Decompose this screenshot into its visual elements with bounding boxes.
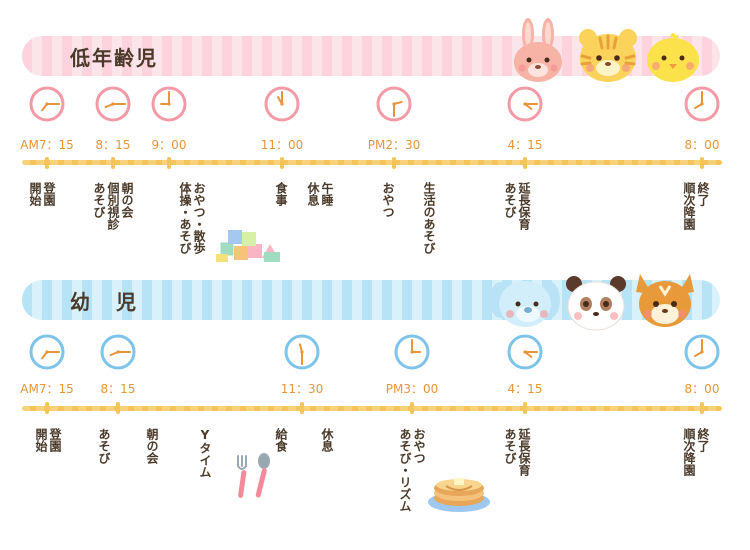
child-time-1: 8：15 <box>100 382 136 396</box>
child-tick-4 <box>523 402 527 414</box>
chick-icon <box>647 33 699 82</box>
infant-activity-2: おやつ・散歩体操・あそび <box>178 182 206 254</box>
infant-tick-1 <box>111 157 115 169</box>
child-activity-4: 給食 <box>274 428 288 452</box>
clock-icon <box>507 86 543 122</box>
child-activity-3: Yタイム <box>198 428 212 478</box>
panda-icon <box>566 276 626 331</box>
clock-icon <box>264 86 300 122</box>
child-activity-0: 登園開始 <box>34 428 62 452</box>
child-tick-3 <box>410 402 414 414</box>
deer-icon <box>636 274 694 327</box>
child-activity-2: 朝の会 <box>145 428 159 464</box>
child-time-0: AM7：15 <box>20 382 74 396</box>
infant-time-4: PM2：30 <box>367 138 421 152</box>
child-time-4: 4：15 <box>507 382 543 396</box>
infant-activity-5: おやつ <box>381 182 395 218</box>
clock-icon <box>507 334 543 370</box>
clock-icon <box>100 334 136 370</box>
clock-icon <box>394 334 430 370</box>
child-tick-5 <box>700 402 704 414</box>
pancake-icon <box>428 478 490 512</box>
infant-time-6: 8：00 <box>684 138 720 152</box>
child-activity-1: あそび <box>97 428 111 464</box>
tiger-icon <box>579 29 637 82</box>
child-timeline <box>22 406 722 411</box>
infant-title: 低年齢児 <box>70 46 158 70</box>
infant-tick-0 <box>45 157 49 169</box>
infant-time-5: 4：15 <box>507 138 543 152</box>
blocks-icon <box>216 230 280 262</box>
dog-icon <box>490 281 560 327</box>
infant-time-2: 9：00 <box>151 138 187 152</box>
infant-time-0: AM7：15 <box>20 138 74 152</box>
infant-tick-4 <box>392 157 396 169</box>
infant-tick-6 <box>700 157 704 169</box>
infant-activity-0: 登園開始 <box>28 182 56 206</box>
clock-icon <box>376 86 412 122</box>
infant-activity-4: 午睡休息 <box>306 182 334 206</box>
fork-spoon-icon <box>237 453 270 498</box>
child-title: 幼児 <box>70 290 162 314</box>
clock-icon <box>684 334 720 370</box>
child-activity-6: おやつあそび・リズム <box>398 428 426 512</box>
clock-icon <box>29 86 65 122</box>
infant-tick-5 <box>523 157 527 169</box>
clock-icon <box>284 334 320 370</box>
infant-activity-6: 生活のあそび <box>422 182 436 254</box>
child-activity-8: 終了順次降園 <box>682 428 710 476</box>
infant-activity-1: 朝の会個別視診あそび <box>92 182 134 230</box>
infant-time-3: 11：00 <box>260 138 304 152</box>
bunny-icon <box>514 18 562 82</box>
child-time-3: PM3：00 <box>385 382 439 396</box>
infant-tick-3 <box>280 157 284 169</box>
child-tick-0 <box>45 402 49 414</box>
clock-icon <box>684 86 720 122</box>
infant-time-1: 8：15 <box>95 138 131 152</box>
infant-timeline <box>22 160 722 165</box>
child-time-5: 8：00 <box>684 382 720 396</box>
infant-activity-7: 延長保育あそび <box>503 182 531 230</box>
infant-activity-8: 終了順次降園 <box>682 182 710 230</box>
clock-icon <box>95 86 131 122</box>
child-tick-1 <box>116 402 120 414</box>
child-time-2: 11：30 <box>280 382 324 396</box>
child-activity-5: 休息 <box>320 428 334 452</box>
child-activity-7: 延長保育あそび <box>503 428 531 476</box>
infant-tick-2 <box>167 157 171 169</box>
clock-icon <box>29 334 65 370</box>
clock-icon <box>151 86 187 122</box>
child-tick-2 <box>300 402 304 414</box>
infant-activity-3: 食事 <box>274 182 288 206</box>
